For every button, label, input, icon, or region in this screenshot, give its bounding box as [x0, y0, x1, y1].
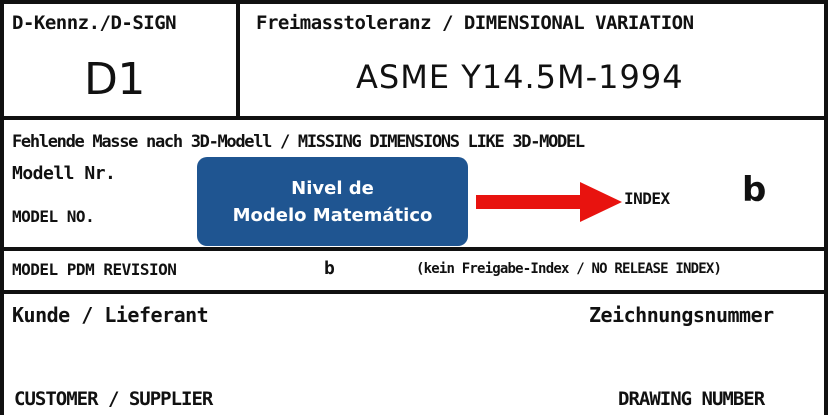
- customer-label-en: CUSTOMER / SUPPLIER: [14, 388, 213, 410]
- right-border: [824, 0, 828, 415]
- index-label: INDEX: [624, 189, 670, 208]
- model-no-label: MODEL NO.: [12, 207, 95, 226]
- index-value: b: [742, 170, 766, 210]
- pdm-revision-label: MODEL PDM REVISION: [12, 260, 177, 279]
- divider-pdm: [0, 290, 828, 294]
- pdm-revision-value: b: [324, 258, 335, 279]
- sign-label: D-Kennz./D-SIGN: [12, 12, 177, 34]
- tolerance-label: Freimasstoleranz / DIMENSIONAL VARIATION: [256, 12, 694, 34]
- top-border: [0, 0, 828, 4]
- model-nr-label: Modell Nr.: [12, 163, 116, 184]
- callout-line-2: Modelo Matemático: [232, 204, 433, 226]
- drawing-number-label-en: DRAWING NUMBER: [618, 388, 765, 410]
- sign-value: D1: [84, 54, 145, 105]
- pdm-release-note: (kein Freigabe-Index / NO RELEASE INDEX): [416, 261, 722, 277]
- drawing-number-label-de: Zeichnungsnummer: [589, 303, 774, 327]
- divider-model: [0, 247, 828, 251]
- red-arrow-icon: [476, 182, 622, 222]
- callout-line-1: Nivel de: [291, 177, 374, 199]
- tolerance-value: ASME Y14.5M-1994: [356, 58, 684, 96]
- divider-header: [0, 116, 828, 120]
- customer-label-de: Kunde / Lieferant: [12, 303, 209, 327]
- missing-dimensions-text: Fehlende Masse nach 3D-Modell / MISSING …: [12, 132, 585, 152]
- divider-sign: [236, 0, 240, 118]
- model-level-callout: Nivel de Modelo Matemático: [197, 157, 468, 246]
- left-border: [0, 0, 4, 415]
